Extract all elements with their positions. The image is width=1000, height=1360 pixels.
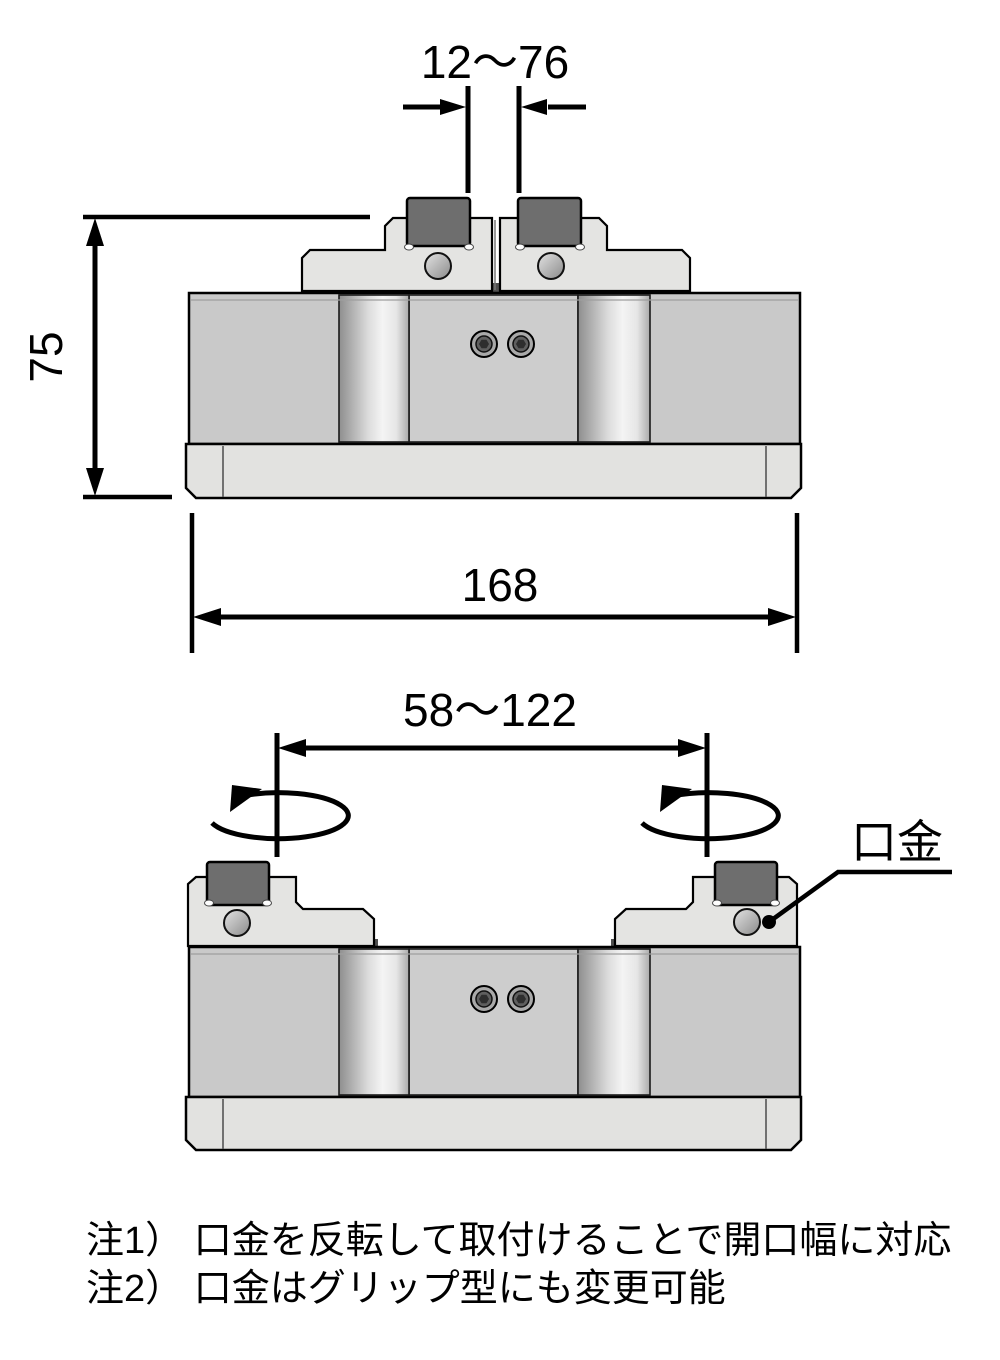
note-1: 注1） 口金を反転して取付けることで開口幅に対応 bbox=[86, 1220, 951, 1262]
body-screw bbox=[507, 985, 535, 1013]
highlight-dot bbox=[464, 243, 474, 251]
arrow-right-icon bbox=[768, 608, 796, 626]
guide-column-right bbox=[577, 294, 651, 443]
height-dim-text: 75 bbox=[20, 331, 72, 382]
arrow-right-icon bbox=[678, 739, 706, 757]
arrow-left-icon bbox=[193, 608, 221, 626]
jaw-block-left bbox=[405, 196, 472, 248]
body-screw bbox=[470, 985, 498, 1013]
front-view-closed: 12～76 75 bbox=[20, 36, 803, 653]
base-plate bbox=[184, 1095, 803, 1152]
opening-dim-reversed-text: 58～122 bbox=[403, 684, 577, 736]
opening-dim-text: 12～76 bbox=[421, 36, 569, 88]
jaw-block-right bbox=[516, 196, 583, 248]
highlight-dot bbox=[712, 899, 722, 907]
jaw-screw-hole bbox=[537, 252, 565, 280]
guide-column-right bbox=[577, 948, 651, 1096]
body-screw bbox=[507, 330, 535, 358]
highlight-dot bbox=[404, 243, 414, 251]
arrow-left-icon bbox=[521, 99, 547, 115]
rotation-arrow-left bbox=[212, 785, 348, 839]
leader-dot bbox=[762, 915, 776, 929]
highlight-dot bbox=[204, 899, 214, 907]
highlight-dot bbox=[262, 899, 272, 907]
notes: 注1） 口金を反転して取付けることで開口幅に対応 注2） 口金はグリップ型にも変… bbox=[86, 1220, 951, 1310]
arrow-right-icon bbox=[440, 99, 466, 115]
rotation-arrow-right bbox=[642, 785, 778, 839]
dim-overall-height: 75 bbox=[20, 214, 370, 500]
guide-column-left bbox=[338, 948, 410, 1096]
dim-opening-width: 12～76 bbox=[403, 36, 586, 193]
highlight-dot bbox=[770, 899, 780, 907]
dim-opening-width-reversed: 58～122 bbox=[274, 684, 710, 857]
body-center-panel bbox=[408, 948, 579, 1096]
front-view-reversed: 58～122 口金 bbox=[184, 684, 952, 1152]
leader-line bbox=[767, 869, 952, 924]
body-center-panel bbox=[408, 294, 579, 443]
jaw-screw-hole bbox=[223, 909, 251, 937]
arrow-up-icon bbox=[86, 218, 104, 246]
arrow-left-icon bbox=[278, 739, 306, 757]
highlight-dot bbox=[515, 243, 525, 251]
body-screw bbox=[470, 330, 498, 358]
base-plate bbox=[184, 442, 803, 500]
jaw-leader: 口金 bbox=[762, 816, 952, 929]
jaw-screw-hole bbox=[733, 908, 761, 936]
jaw-block-right bbox=[713, 860, 779, 907]
highlight-dot bbox=[575, 243, 585, 251]
note-2: 注2） 口金はグリップ型にも変更可能 bbox=[86, 1268, 726, 1310]
jaw-block-left bbox=[205, 860, 271, 907]
jaw-label-text: 口金 bbox=[851, 816, 943, 868]
dim-overall-width: 168 bbox=[189, 513, 800, 653]
width-dim-text: 168 bbox=[462, 559, 539, 611]
guide-column-left bbox=[338, 294, 410, 443]
jaw-screw-hole bbox=[424, 252, 452, 280]
arrow-down-icon bbox=[86, 468, 104, 496]
